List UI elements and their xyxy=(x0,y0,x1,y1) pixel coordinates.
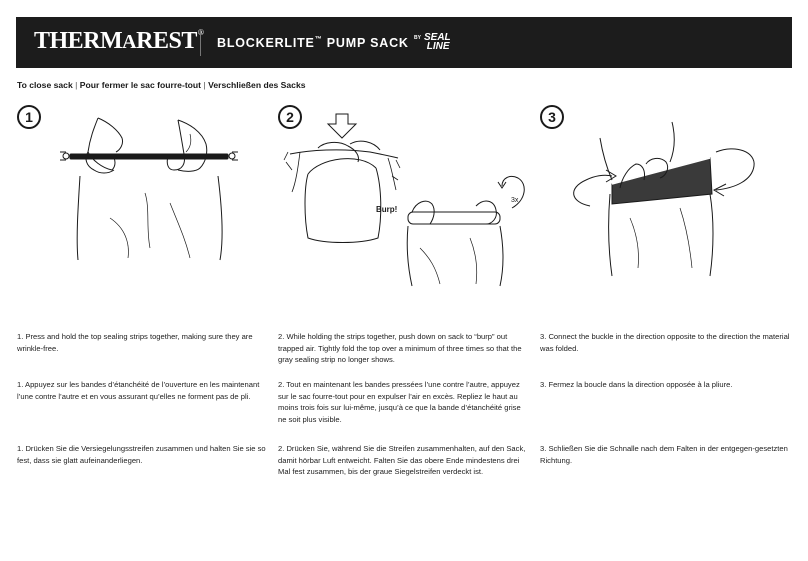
step2-text-de: 2. Drücken Sie, während Sie die Streifen… xyxy=(278,444,526,476)
repeat-count: 3x xyxy=(511,197,519,204)
sealline-logo: SEAL LINE xyxy=(424,32,451,52)
section-subtitle: To close sack | Pour fermer le sac fourr… xyxy=(17,80,306,90)
step3-illustration xyxy=(573,121,755,277)
step1-text-de: 1. Drücken Sie die Versiegelungsstreifen… xyxy=(17,444,266,465)
burp-label: Burp! xyxy=(376,205,397,214)
brand-logo: THERMAREST® xyxy=(34,28,204,54)
step3-text-de: 3. Schließen Sie die Schnalle nach dem F… xyxy=(540,444,788,465)
product-name: BLOCKERLITE™ PUMP SACK xyxy=(217,36,409,50)
header-divider xyxy=(200,29,201,56)
step-number-2: 2 xyxy=(278,105,302,129)
step1-illustration xyxy=(60,117,238,261)
by-label: BY xyxy=(414,35,421,41)
subtitle-fr: Pour fermer le sac fourre-tout xyxy=(79,80,202,90)
subtitle-en: To close sack xyxy=(17,80,73,90)
step-number-3: 3 xyxy=(540,105,564,129)
step2-text-fr: 2. Tout en maintenant les bandes pressée… xyxy=(278,380,521,424)
step3-text-en: 3. Connect the buckle in the direction o… xyxy=(540,332,790,353)
step2-text-en: 2. While holding the strips together, pu… xyxy=(278,332,522,364)
step1-text-fr: 1. Appuyez sur les bandes d’étanchéité d… xyxy=(17,380,260,401)
subtitle-de: Verschließen des Sacks xyxy=(208,80,306,90)
step1-text-en: 1. Press and hold the top sealing strips… xyxy=(17,332,253,353)
header-bar: THERMAREST® BLOCKERLITE™ PUMP SACK BY SE… xyxy=(16,17,792,68)
step3-text-fr: 3. Fermez la boucle dans la direction op… xyxy=(540,380,733,389)
step-number-1: 1 xyxy=(17,105,41,129)
step2-illustration: Burp! 3x xyxy=(283,113,525,287)
